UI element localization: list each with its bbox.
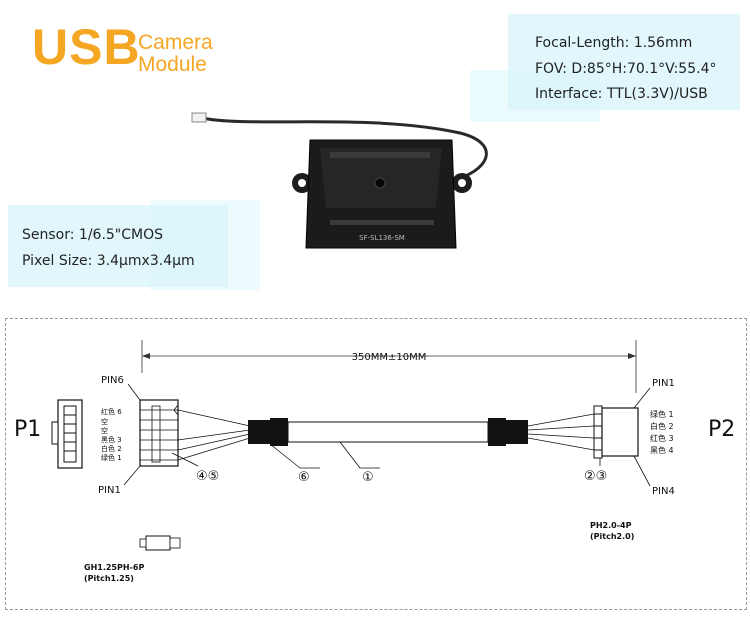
- p1-wire-1: 绿色 1: [101, 453, 122, 462]
- p2-wire-2: 白色 2: [650, 421, 674, 431]
- p2-wire-1: 绿色 1: [650, 409, 674, 419]
- p1-connector-end-view: [51, 399, 83, 469]
- p2-pin-bottom-label: PIN4: [652, 486, 675, 497]
- p2-wire-4: 黑色 4: [650, 445, 674, 455]
- spec-pixel-size: Pixel Size: 3.4μmx3.4μm: [22, 253, 195, 269]
- callout-4-5: ④⑤: [196, 469, 219, 484]
- title-camera: Camera: [138, 31, 213, 54]
- spec-fov: FOV: D:85°H:70.1°V:55.4°: [535, 61, 717, 77]
- length-dimension-label: 350MM±10MM: [352, 352, 427, 363]
- module-cable: [201, 116, 488, 180]
- p2-connector-model: PH2.0-4P: [590, 521, 632, 530]
- title-subtitle: Camera Module: [138, 32, 213, 76]
- p2-connector: [593, 405, 639, 459]
- p1-connector-pitch: (Pitch1.25): [84, 574, 134, 583]
- spec-sensor: Sensor: 1/6.5"CMOS: [22, 227, 163, 243]
- p1-wire-3: 黑色 3: [101, 435, 122, 444]
- p1-wire-5: 空: [101, 417, 108, 426]
- p2-pin-top-label: PIN1: [652, 378, 675, 389]
- spec-panel-right-bg-2: [470, 70, 600, 122]
- callout-2-3: ②③: [584, 469, 607, 484]
- spec-interface: Interface: TTL(3.3V)/USB: [535, 86, 708, 102]
- p1-label: P1: [14, 417, 41, 442]
- p1-pin-top-label: PIN6: [101, 375, 124, 386]
- lens-icon: [374, 177, 386, 189]
- main-cable: [287, 421, 489, 443]
- p2-label: P2: [708, 417, 735, 442]
- p1-wire-6: 红色 6: [101, 407, 122, 416]
- spec-panel-left-bg: [8, 205, 228, 287]
- title-module: Module: [138, 53, 207, 76]
- p1-connector-model: GH1.25PH-6P: [84, 563, 144, 572]
- title-usb: USB: [32, 19, 141, 75]
- module-cable-plug: [191, 112, 207, 123]
- p1-wires: [177, 409, 251, 461]
- spec-panel-left-bg-2: [150, 200, 260, 290]
- p1-pin-bottom-label: PIN1: [98, 485, 121, 496]
- wiring-diagram-frame: [5, 318, 747, 610]
- p2-wire-3: 红色 3: [650, 433, 674, 443]
- callout-6: ⑥: [298, 470, 310, 485]
- p2-wires: [527, 413, 595, 451]
- p1-connector-side-view: [139, 399, 179, 467]
- callout-1: ①: [362, 470, 374, 485]
- wiring-diagram: 350MM±10MM P1 PIN6 PIN1 红色 6 空 空 黑色 3 白色…: [14, 340, 735, 583]
- p1-wire-4: 空: [101, 426, 108, 435]
- p1-connector-small-view: [139, 535, 181, 551]
- p1-wire-2: 白色 2: [101, 444, 122, 453]
- heat-shrink-left: [248, 420, 270, 444]
- spec-focal-length: Focal-Length: 1.56mm: [535, 35, 693, 51]
- camera-module-image: SF-SL136-SM: [191, 112, 488, 249]
- module-model-label: SF-SL136-SM: [359, 234, 405, 242]
- p2-connector-pitch: (Pitch2.0): [590, 532, 634, 541]
- heat-shrink-right: [488, 418, 506, 446]
